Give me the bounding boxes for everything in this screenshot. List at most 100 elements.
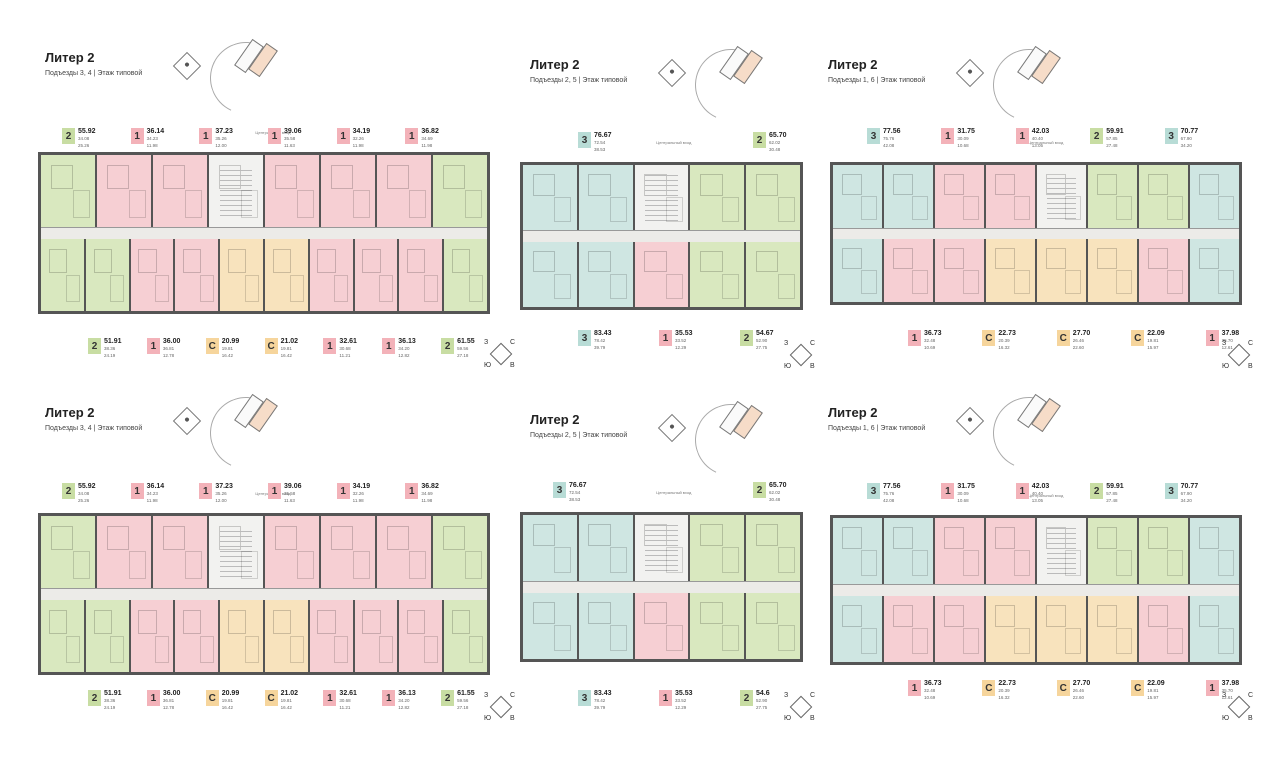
apartment-cell[interactable] xyxy=(1139,165,1190,229)
apartment-cell[interactable] xyxy=(1088,595,1139,662)
apartment-cell[interactable] xyxy=(175,600,221,672)
apartment-cell[interactable] xyxy=(377,155,433,227)
apartment-cell[interactable] xyxy=(444,600,487,672)
apartment-cell[interactable] xyxy=(354,600,400,672)
apartment-cell[interactable] xyxy=(935,165,986,229)
apartment-cell[interactable] xyxy=(265,155,321,227)
apartment-cell[interactable] xyxy=(265,516,321,588)
apartment-cell[interactable] xyxy=(1088,238,1139,302)
apartment-cell[interactable] xyxy=(986,165,1037,229)
apartment-cell[interactable] xyxy=(1190,165,1239,229)
apartment-cell[interactable] xyxy=(153,155,209,227)
apartment-cell[interactable] xyxy=(578,165,635,231)
apartment-cell[interactable] xyxy=(578,592,635,659)
apartment-cell[interactable] xyxy=(884,518,935,585)
apartment-cell[interactable] xyxy=(1190,595,1239,662)
apartment-cell[interactable] xyxy=(1139,518,1190,585)
apartment-cell[interactable] xyxy=(746,241,800,307)
apartment-cell[interactable] xyxy=(1088,165,1139,229)
floor-plan[interactable] xyxy=(520,162,803,310)
apartment-cell[interactable] xyxy=(884,165,935,229)
apartment-cell[interactable] xyxy=(41,600,86,672)
apartment-cell[interactable] xyxy=(986,238,1037,302)
apartment-cell[interactable] xyxy=(746,165,800,231)
apartment-cell[interactable] xyxy=(97,155,153,227)
apartment-cell[interactable] xyxy=(884,595,935,662)
floor-plan[interactable] xyxy=(38,152,490,314)
apartment-cell[interactable] xyxy=(220,239,265,311)
apartment-cell[interactable] xyxy=(321,516,377,588)
apartment-cell[interactable] xyxy=(309,600,355,672)
apartment-cell[interactable] xyxy=(1088,518,1139,585)
apartment-cell[interactable] xyxy=(1139,595,1190,662)
apartment-cell[interactable] xyxy=(1037,595,1088,662)
apartment-cell[interactable] xyxy=(690,165,747,231)
apartment-cell[interactable] xyxy=(41,516,97,588)
apartment-cell[interactable] xyxy=(41,155,97,227)
apartment-cell[interactable] xyxy=(433,516,487,588)
apartment-cell[interactable] xyxy=(523,165,579,231)
apartment-cell[interactable] xyxy=(935,238,986,302)
apartment-cell[interactable] xyxy=(690,515,747,582)
apartment-cell[interactable] xyxy=(433,155,487,227)
floor-plan[interactable] xyxy=(830,162,1242,305)
apartment-cell[interactable] xyxy=(377,516,433,588)
apartment-cell[interactable] xyxy=(153,516,209,588)
apartment-cell[interactable] xyxy=(523,241,579,307)
apartment-cell[interactable] xyxy=(884,238,935,302)
apartment-cell[interactable] xyxy=(175,239,221,311)
apartment-cell[interactable] xyxy=(97,516,153,588)
apartment-cell[interactable] xyxy=(935,595,986,662)
apartment-cell[interactable] xyxy=(1190,238,1239,302)
apartment-cell[interactable] xyxy=(690,592,747,659)
apartment-cell[interactable] xyxy=(634,592,691,659)
apartment-cell[interactable] xyxy=(746,592,800,659)
apartment-cell[interactable] xyxy=(578,515,635,582)
apartment-cell[interactable] xyxy=(523,515,579,582)
apartment-cell[interactable] xyxy=(986,595,1037,662)
